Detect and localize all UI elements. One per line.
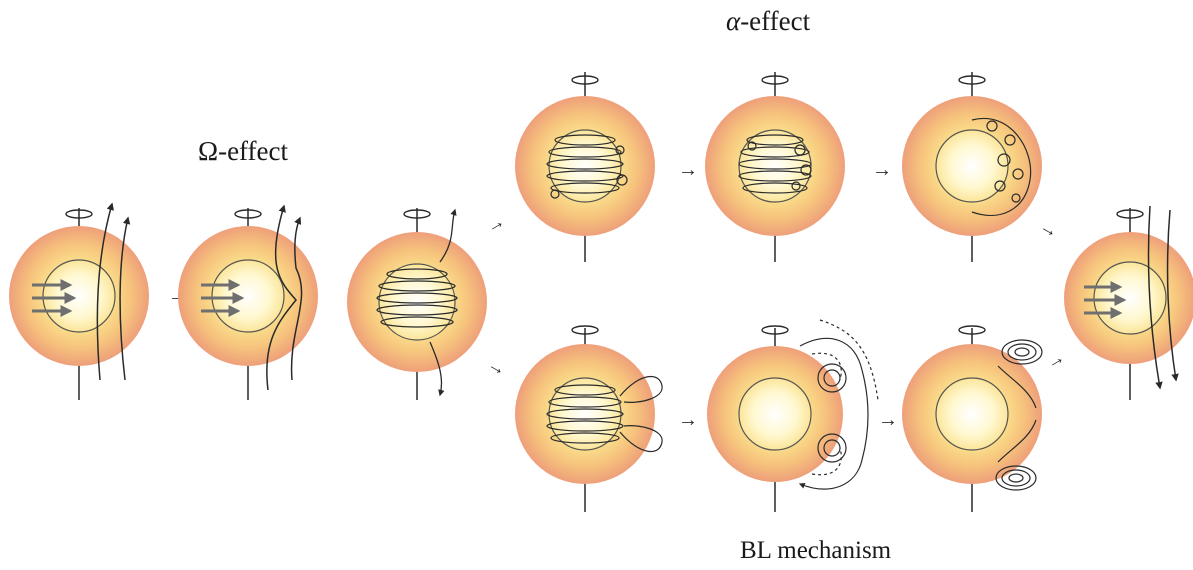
rotation-arrow-icon [958, 325, 986, 335]
dispersed-flux-loops [995, 339, 1043, 491]
sun-alpha-1 [515, 72, 655, 262]
flow-arrow-bl-2: → [878, 409, 898, 431]
flow-arrow-bl-1: → [678, 409, 698, 431]
sun-poloidal-sheared [178, 204, 318, 400]
rotation-arrow-icon [761, 75, 789, 85]
alpha-effect-label: α-effect [726, 6, 810, 37]
rotation-arrow-icon [571, 325, 599, 335]
twisted-field-loops [738, 134, 812, 194]
flow-arrow-merge-down: → [1043, 347, 1069, 373]
flow-arrow-merge-up: → [1037, 216, 1063, 242]
rotation-arrow-icon [1116, 209, 1144, 219]
sun-bl-3 [902, 325, 1043, 512]
rotation-arrow-icon [761, 325, 789, 335]
flow-arrow-down: → [485, 354, 511, 380]
omega-suffix: -effect [218, 136, 289, 166]
flow-arrow-up: → [483, 211, 509, 237]
rotation-arrow-icon [958, 75, 986, 85]
rotation-arrow-icon [234, 209, 262, 219]
twisted-field-loops [546, 134, 628, 199]
omega-effect-label: Ω-effect [198, 136, 288, 167]
radial-field-arrows [32, 279, 77, 317]
alpha-suffix: -effect [740, 6, 811, 36]
sun-poloidal-initial [9, 202, 149, 400]
flow-arrow-alpha-2: → [872, 159, 892, 181]
sun-alpha-2 [705, 72, 845, 262]
bl-mechanism-label: BL mechanism [740, 537, 892, 564]
radial-field-arrows [1084, 281, 1127, 319]
rotation-arrow-icon [571, 75, 599, 85]
flow-arrow-alpha-1: → [678, 159, 698, 181]
bipolar-regions [798, 319, 879, 490]
rotation-arrow-icon [65, 209, 93, 219]
sun-poloidal-final [1064, 205, 1193, 400]
emerging-flux-loops [546, 375, 663, 453]
toroidal-field-loops [376, 208, 458, 397]
alpha-symbol: α [726, 6, 741, 36]
omega-symbol: Ω [198, 136, 219, 166]
sun-bl-1 [515, 325, 663, 512]
poloidal-regenerated-loops [971, 117, 1032, 216]
sun-alpha-3 [902, 72, 1042, 262]
sun-toroidal-wound [347, 208, 487, 400]
rotation-arrow-icon [403, 209, 431, 219]
radial-field-arrows [201, 279, 245, 317]
sun-bl-2 [707, 319, 879, 512]
